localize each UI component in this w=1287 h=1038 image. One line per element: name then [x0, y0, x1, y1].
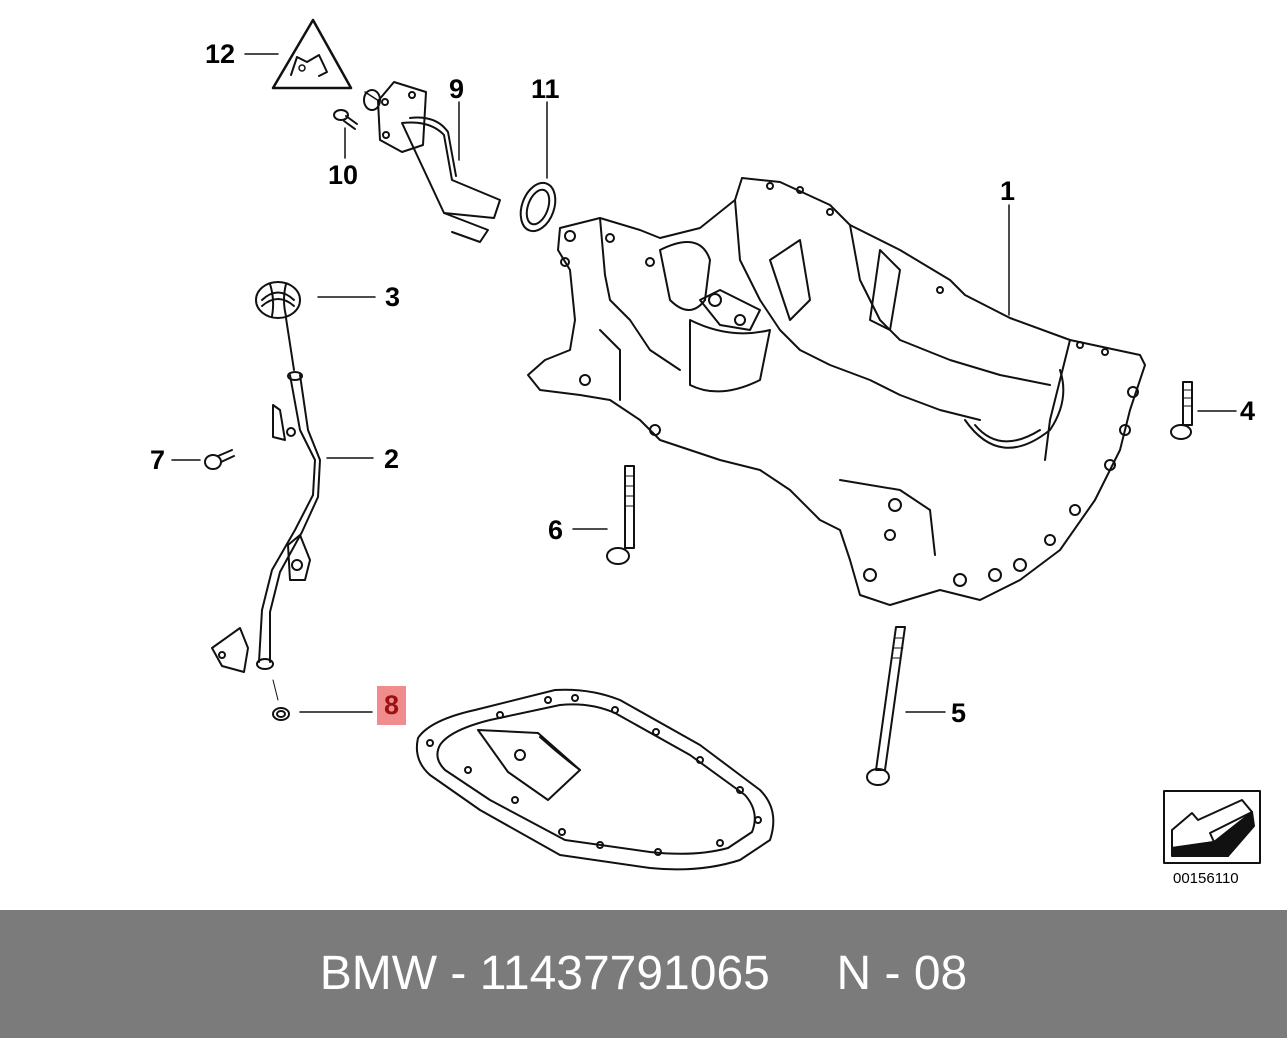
o-ring-icon [519, 181, 557, 233]
oil-level-sensor-icon [363, 81, 501, 243]
callout-12: 12 [205, 39, 236, 69]
callout-1: 1 [1000, 176, 1016, 206]
dipstick-guide-tube-icon [211, 371, 321, 673]
callout-5: 5 [951, 698, 967, 728]
footer-part-text: BMW - 11437791065 N - 08 [319, 947, 968, 1000]
bolt-5-icon [866, 626, 906, 786]
parts-diagram [171, 18, 1261, 871]
warning-label-icon [271, 18, 353, 90]
callout-2: 2 [384, 444, 400, 474]
dipstick-handle-icon [255, 281, 301, 371]
callout-11: 11 [531, 74, 560, 104]
oil-pan-upper-section-icon [527, 177, 1146, 606]
callout-10: 10 [328, 160, 359, 190]
callout-9: 9 [449, 74, 465, 104]
callout-4: 4 [1240, 396, 1256, 426]
bolt-6-icon [606, 465, 635, 565]
leader-lines [171, 53, 1237, 713]
callout-3: 3 [385, 282, 401, 312]
reference-code: 00156110 [1173, 870, 1239, 887]
bolt-10-icon [333, 109, 358, 130]
callout-8-highlighted: 8 [377, 686, 407, 725]
callout-7: 7 [150, 445, 166, 475]
bolt-4-icon [1170, 381, 1193, 440]
footer-bar: BMW - 11437791065 N - 08 [0, 910, 1287, 1038]
callout-6: 6 [548, 515, 564, 545]
oil-pan-lower-icon [415, 688, 775, 871]
seal-ring-8-icon [272, 679, 290, 721]
bolt-7-icon [204, 449, 235, 470]
orientation-arrow-icon [1163, 790, 1261, 864]
